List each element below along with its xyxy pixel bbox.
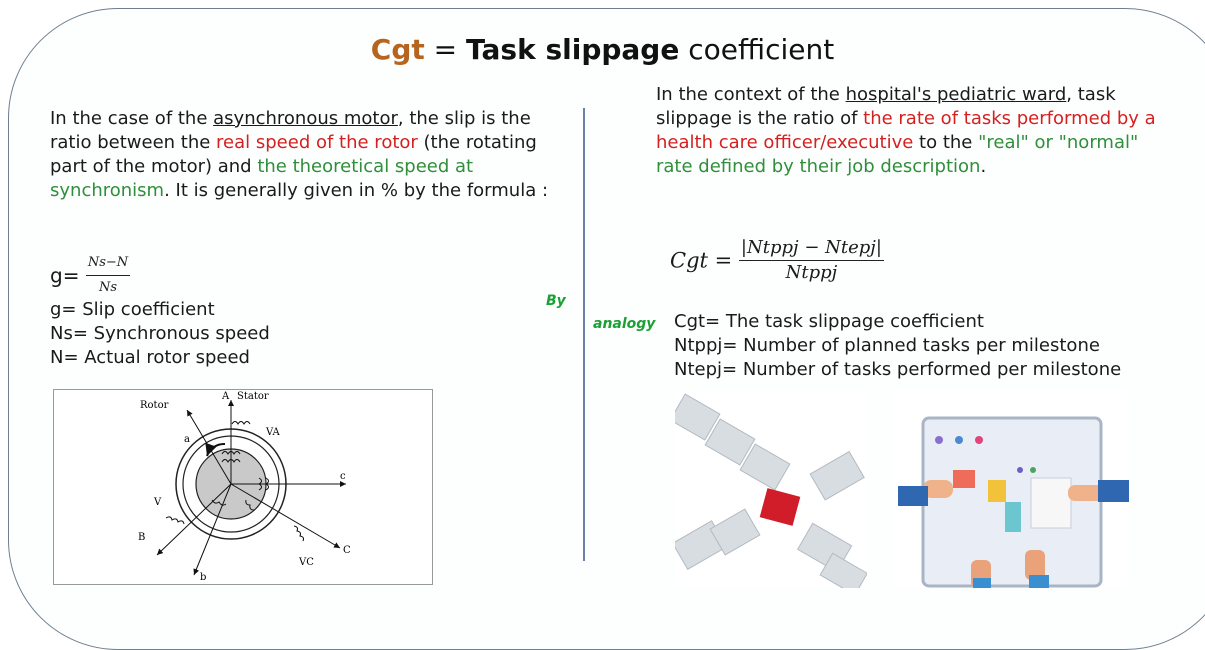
left-paragraph: In the case of the asynchronous motor, t… xyxy=(50,108,549,201)
column-divider xyxy=(583,108,585,561)
svg-text:Rotor: Rotor xyxy=(140,400,169,411)
svg-text:B: B xyxy=(138,532,145,543)
svg-text:VC: VC xyxy=(298,557,314,568)
svg-text:A: A xyxy=(221,391,230,402)
svg-text:a: a xyxy=(184,434,190,445)
slip-definitions: g= Slip coefficient Ns= Synchronous spee… xyxy=(50,299,270,368)
svg-text:b: b xyxy=(200,572,206,583)
svg-text:VA: VA xyxy=(265,427,281,438)
analogy-label: analogy xyxy=(593,316,656,332)
svg-text:V: V xyxy=(153,497,162,508)
task-board-image xyxy=(893,390,1129,588)
cgt-formula: Cgt = |Ntppj − Ntepj|Ntppj xyxy=(670,237,884,283)
svg-text:Stator: Stator xyxy=(237,391,269,402)
by-label: By xyxy=(546,293,566,309)
svg-text:C: C xyxy=(343,545,351,556)
motor-diagram: Rotor Stator A a B b C c V VA VC xyxy=(53,389,433,585)
cgt-definitions: Cgt= The task slippage coefficient Ntppj… xyxy=(674,311,1122,380)
puzzle-image xyxy=(675,392,867,588)
page-title: Cgt = Task slippage coefficient xyxy=(370,33,835,66)
svg-text:c: c xyxy=(340,471,346,482)
right-paragraph: In the context of the hospital's pediatr… xyxy=(656,84,1156,177)
